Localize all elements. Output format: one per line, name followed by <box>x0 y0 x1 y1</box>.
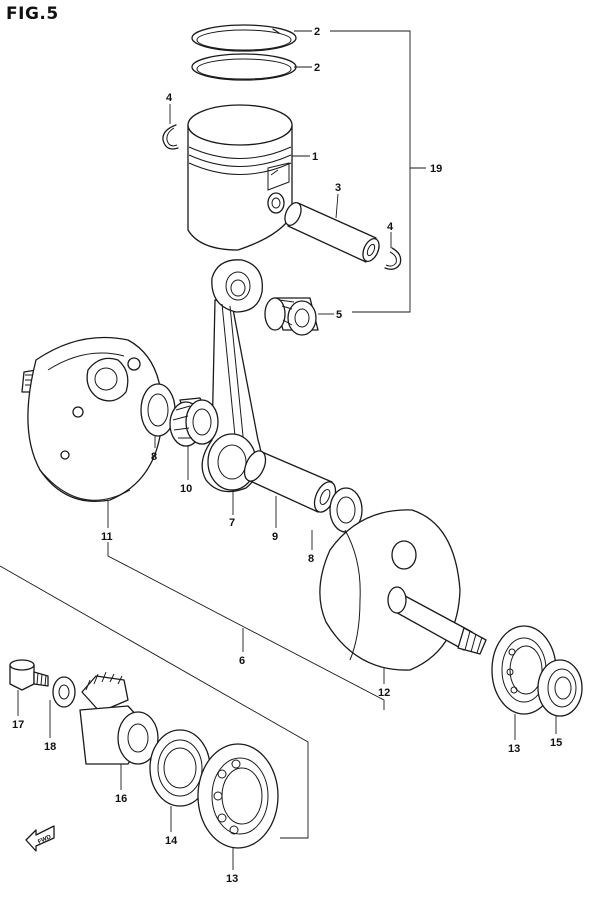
oil-seal-bottom <box>149 729 211 807</box>
callout-bolt: 17 <box>12 719 24 731</box>
callout-piston-pin: 3 <box>335 182 341 194</box>
callout-bearing-bottom: 13 <box>226 873 238 885</box>
callout-bearing-right: 13 <box>508 743 520 755</box>
callout-ring-top: 2 <box>314 26 320 38</box>
oil-seal-right <box>537 659 583 717</box>
callout-washer-right: 8 <box>308 553 314 565</box>
circlip-right <box>384 247 402 270</box>
callout-circlip-left: 4 <box>166 92 173 104</box>
callout-gear: 16 <box>115 793 127 805</box>
crank-half-left <box>21 336 163 503</box>
crank-half-right <box>319 509 487 671</box>
callout-piston: 1 <box>312 151 318 163</box>
big-end-bearing <box>169 397 219 447</box>
figure-title: FIG.5 <box>6 4 59 24</box>
thrust-washer-left <box>140 383 176 437</box>
callout-crank-pin: 9 <box>272 531 278 543</box>
callout-seal-right: 15 <box>550 737 562 749</box>
callout-bolt-washer: 18 <box>44 741 56 753</box>
circlip-left <box>162 124 179 150</box>
callout-washer-left: 8 <box>151 451 157 463</box>
bolt-washer <box>52 676 76 708</box>
piston <box>187 104 293 251</box>
callout-conrod: 7 <box>229 517 235 529</box>
fwd-label: FWD <box>37 834 53 845</box>
front-direction-arrow: FWD <box>25 825 55 852</box>
callout-crank-left: 11 <box>101 531 113 543</box>
drive-gear <box>79 671 159 765</box>
callout-big-end-bearing: 10 <box>180 483 192 495</box>
callout-small-end-bearing: 5 <box>336 309 342 321</box>
small-end-bearing <box>264 297 319 336</box>
crank-pin <box>243 450 337 513</box>
callout-piston-assembly: 19 <box>430 163 442 175</box>
callout-crank-assembly: 6 <box>239 655 245 667</box>
piston-ring-bottom <box>191 53 297 81</box>
callout-circlip-right: 4 <box>387 221 394 233</box>
leader-lines <box>0 30 557 870</box>
main-bearing-bottom <box>197 743 279 849</box>
callout-ring-bottom: 2 <box>314 62 320 74</box>
bolt <box>9 659 49 691</box>
piston-pin <box>284 202 380 263</box>
callout-crank-right: 12 <box>378 687 390 699</box>
piston-ring-top <box>191 24 297 52</box>
callout-oil-seal: 14 <box>165 835 178 847</box>
connecting-rod <box>201 259 263 493</box>
